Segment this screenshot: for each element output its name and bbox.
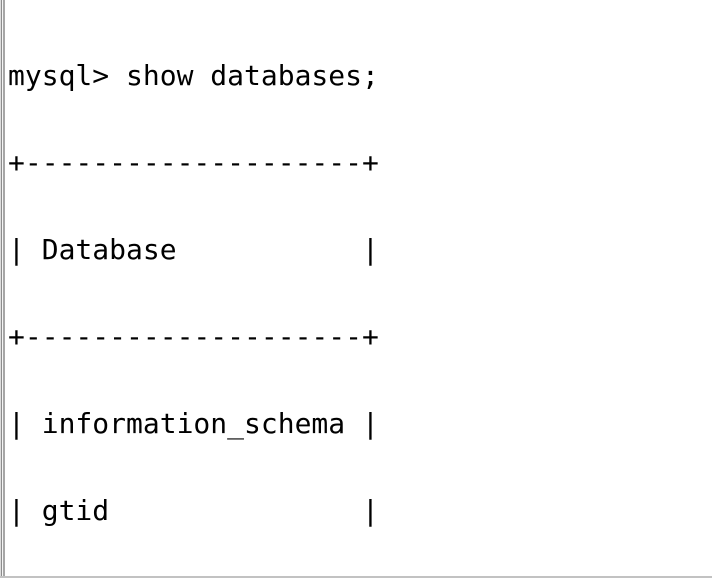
window-left-edge	[0, 0, 5, 578]
window-bottom-edge	[0, 576, 712, 578]
command-line-show-databases: mysql> show databases;	[8, 59, 379, 92]
table-header-database: | Database |	[8, 233, 379, 266]
table-row-information-schema: | information_schema |	[8, 407, 379, 440]
table-border-header: +--------------------+	[8, 320, 379, 353]
table-border-top: +--------------------+	[8, 146, 379, 179]
terminal-screen[interactable]: mysql> show databases; +----------------…	[5, 0, 712, 576]
table-row-gtid: | gtid |	[8, 494, 379, 527]
